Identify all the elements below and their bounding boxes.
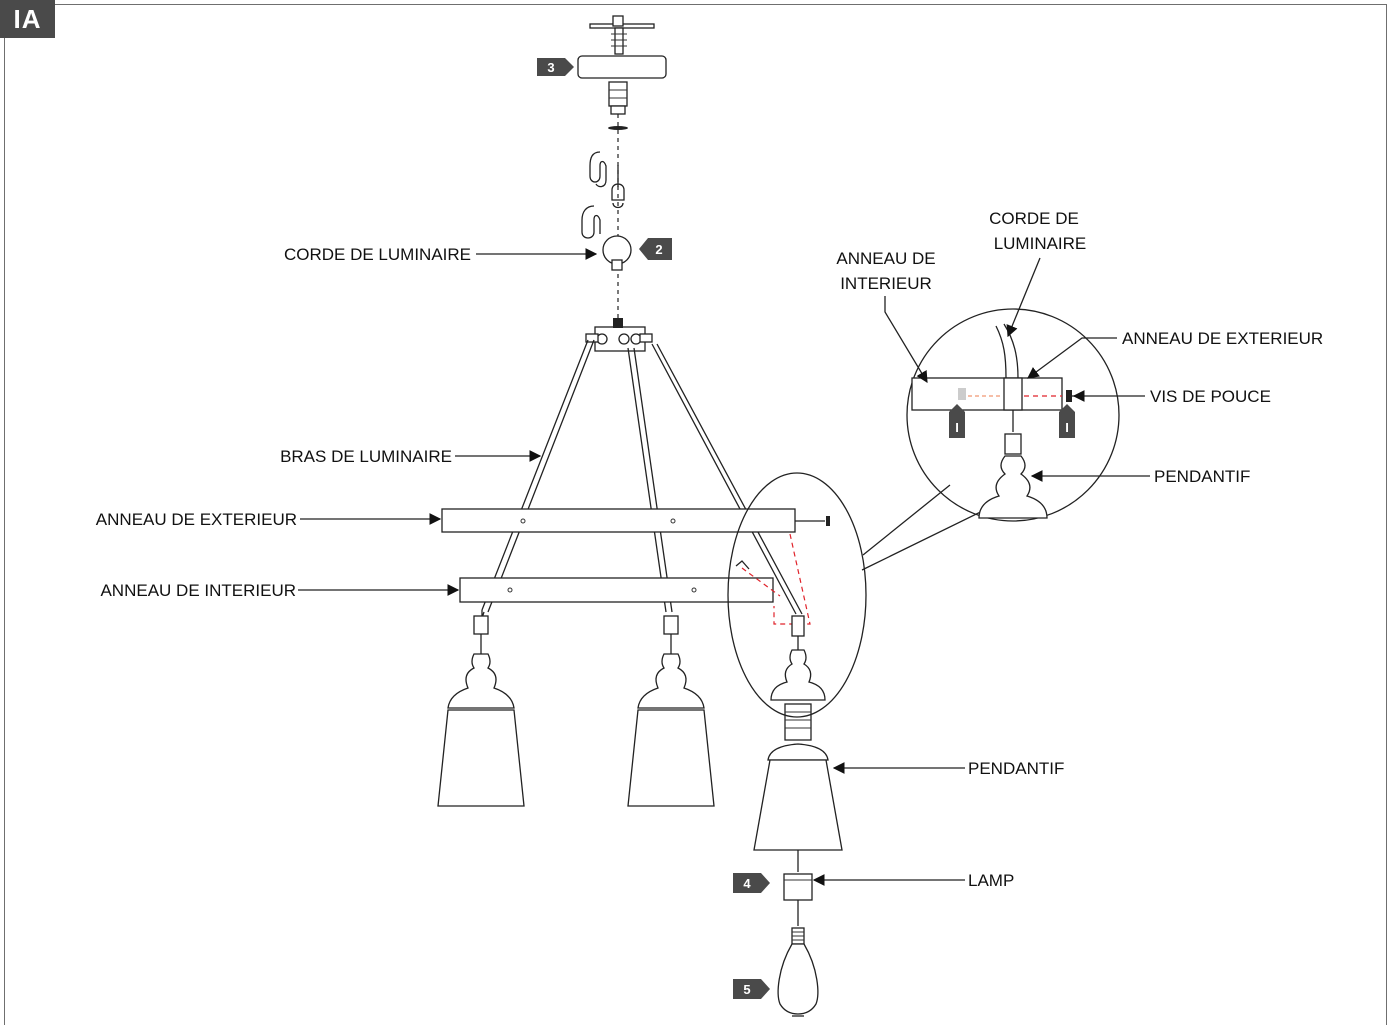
label-detail-pendantif: PENDANTIF <box>1154 467 1250 486</box>
figure-frame <box>4 4 1387 1025</box>
label-detail-interieur-2: INTERIEUR <box>840 274 932 293</box>
label-bras-de-luminaire: BRAS DE LUMINAIRE <box>280 447 452 466</box>
svg-text:2: 2 <box>655 242 662 257</box>
svg-text:3: 3 <box>547 60 554 75</box>
label-anneau-de-interieur: ANNEAU DE INTERIEUR <box>100 581 296 600</box>
label-anneau-de-exterieur: ANNEAU DE EXTERIEUR <box>96 510 297 529</box>
cable-connector <box>611 165 625 209</box>
detail-circle <box>906 308 1120 522</box>
label-lamp: LAMP <box>968 871 1014 890</box>
svg-text:I: I <box>1065 420 1069 435</box>
detail-badge-right: I <box>1059 404 1075 438</box>
pendant-left <box>437 610 525 807</box>
label-detail-anneau-exterieur: ANNEAU DE EXTERIEUR <box>1122 329 1323 348</box>
luminaire-arms <box>481 339 803 615</box>
label-vis-de-pouce: VIS DE POUCE <box>1150 387 1271 406</box>
label-corde-de-luminaire: CORDE DE LUMINAIRE <box>284 245 471 264</box>
pendant-right <box>753 615 843 872</box>
arrow-detail-exterieur <box>1027 337 1117 379</box>
label-detail-corde-1: CORDE DE <box>989 209 1079 228</box>
edison-bulb <box>777 927 819 1017</box>
label-detail-corde-2: LUMINAIRE <box>994 234 1087 253</box>
label-detail-interieur-1: ANNEAU DE <box>836 249 935 268</box>
arrow-detail-corde <box>1006 257 1041 338</box>
figure-id-badge: IA <box>0 0 55 38</box>
s-hook-upper <box>589 151 607 188</box>
zoom-ellipse <box>727 472 867 718</box>
ceiling-canopy <box>577 15 667 130</box>
step-badge-4: 4 <box>733 873 770 893</box>
label-pendantif: PENDANTIF <box>968 759 1064 778</box>
loop-ring <box>602 235 632 271</box>
s-hook-lower <box>581 205 601 239</box>
detail-badge-left: I <box>949 404 965 438</box>
step-badge-2: 2 <box>639 238 672 260</box>
center-hub <box>585 318 653 352</box>
svg-text:4: 4 <box>743 876 751 891</box>
pendant-middle <box>627 615 715 807</box>
svg-text:5: 5 <box>743 982 750 997</box>
inner-ring-bar <box>459 560 774 603</box>
step-badge-3: 3 <box>537 58 574 76</box>
callout-connector <box>861 484 1006 571</box>
step-badge-5: 5 <box>733 979 770 999</box>
lamp-socket <box>783 873 813 926</box>
arrow-detail-interieur <box>884 296 928 384</box>
outer-ring-bar <box>441 508 830 533</box>
svg-text:I: I <box>955 420 959 435</box>
